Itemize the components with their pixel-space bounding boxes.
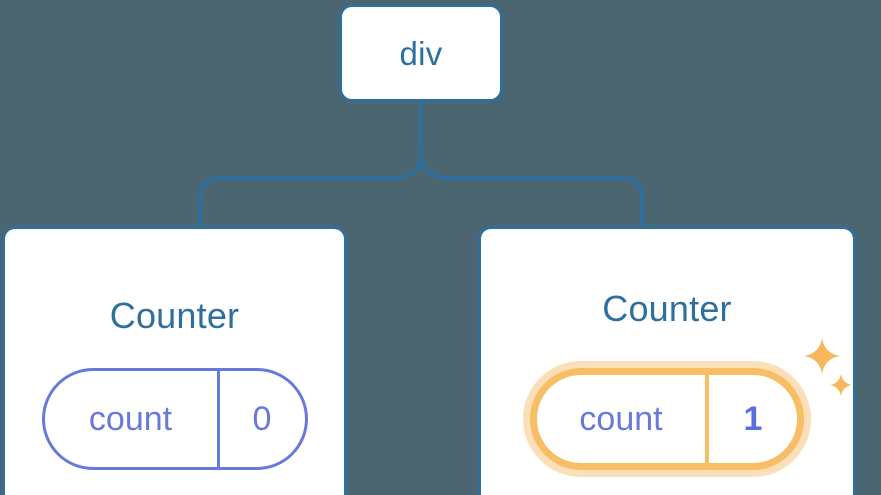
state-value-left: 0 bbox=[252, 400, 272, 438]
state-key-left: count bbox=[45, 371, 220, 467]
state-value-right: 1 bbox=[743, 400, 763, 438]
sparkle-icon-large bbox=[804, 338, 840, 374]
sparkle-icon-small bbox=[830, 374, 852, 396]
node-div-label: div bbox=[399, 34, 443, 72]
state-pill-right-wrap: count 1 bbox=[523, 338, 852, 477]
node-counter-left-title: Counter bbox=[109, 295, 240, 336]
node-counter-right-title: Counter bbox=[602, 288, 732, 329]
state-pill-left[interactable]: count 0 bbox=[41, 368, 308, 470]
state-pill-right[interactable]: count 1 bbox=[530, 368, 804, 470]
state-pill-left-wrap: count 0 bbox=[41, 368, 308, 470]
state-key-right: count bbox=[537, 375, 709, 463]
connector-branch-left bbox=[198, 146, 423, 228]
node-counter-right[interactable]: Counter count 1 bbox=[478, 226, 856, 495]
node-counter-left[interactable]: Counter count 0 bbox=[2, 226, 347, 495]
connector-branch-right bbox=[419, 146, 644, 228]
sparkle-group bbox=[803, 337, 863, 417]
node-div[interactable]: div bbox=[339, 4, 503, 102]
